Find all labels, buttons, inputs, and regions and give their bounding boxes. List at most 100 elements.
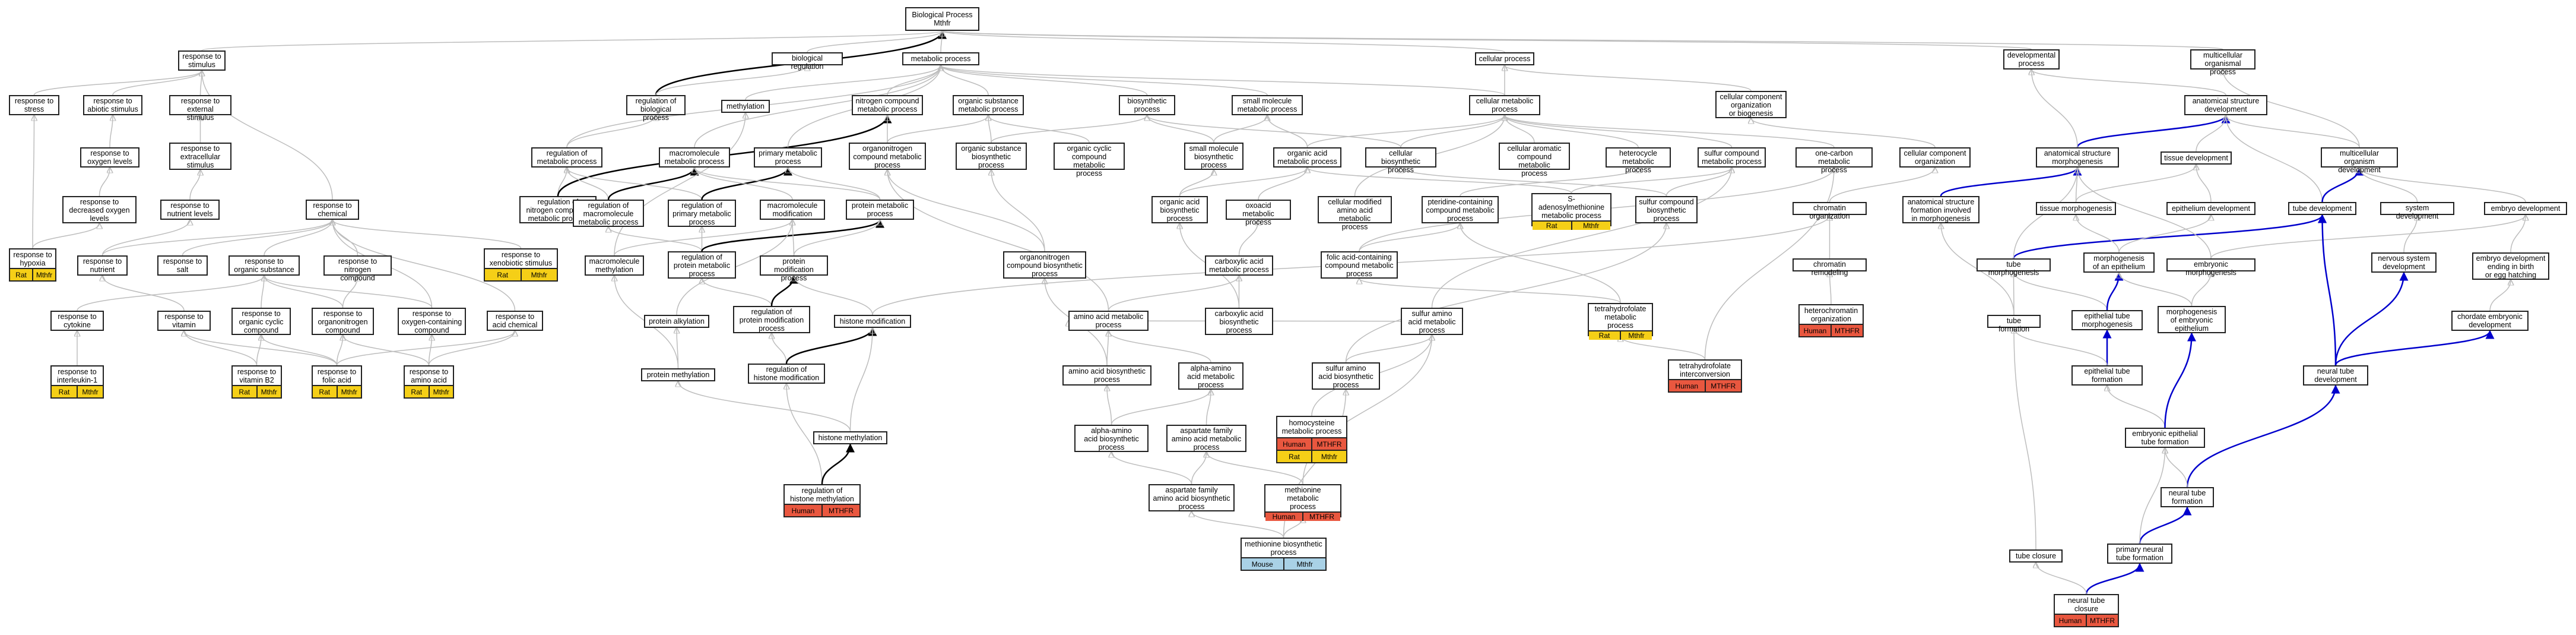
go-term-node-eetform[interactable]: embryonic epithelial tube formation — [2125, 428, 2205, 448]
go-term-node-embmor[interactable]: embryonic morphogenesis — [2166, 258, 2255, 277]
go-term-node-smmp[interactable]: small molecule metabolic process — [1232, 95, 1303, 115]
go-term-node-cacmp[interactable]: cellular aromatic compound metabolic pro… — [1499, 143, 1570, 178]
go-term-node-hmeth[interactable]: histone methylation — [813, 431, 887, 444]
go-term-node-etform[interactable]: epithelial tube formation — [2071, 365, 2143, 386]
go-term-node-macmp[interactable]: macromolecule metabolic process — [659, 147, 730, 168]
go-term-node-cxabp[interactable]: carboxylic acid biosynthetic process — [1205, 308, 1273, 335]
go-term-node-ocmp[interactable]: one-carbon metabolic process — [1795, 147, 1873, 174]
go-term-node-osmp[interactable]: organic substance metabolic process — [953, 95, 1024, 115]
go-term-node-mod[interactable]: multicellular organism development — [2321, 147, 2398, 174]
go-term-node-rchem[interactable]: response to chemical — [306, 200, 359, 220]
go-term-node-afaamp[interactable]: aspartate family amino acid metabolic pr… — [1166, 425, 1246, 452]
go-term-node-roc[interactable]: response to organonitrogen compound — [312, 308, 374, 335]
go-term-node-asfm[interactable]: anatomical structure formation involved … — [1902, 196, 1979, 223]
go-term-node-biosp[interactable]: biosynthetic process — [1119, 95, 1175, 115]
go-term-node-edev[interactable]: epithelium development — [2166, 202, 2255, 215]
go-term-node-rbp[interactable]: regulation of biological process — [626, 95, 686, 122]
go-term-node-fccmp[interactable]: folic acid-containing compound metabolic… — [1321, 251, 1398, 279]
go-term-node-rsalt[interactable]: response to salt — [157, 255, 208, 276]
go-term-node-mop[interactable]: multicellular organismal process — [2190, 49, 2255, 76]
go-term-node-rts[interactable]: response to stimulus — [178, 50, 226, 71]
go-term-node-embdev[interactable]: embryo development — [2484, 202, 2567, 215]
go-term-node-rabio[interactable]: response to abiotic stimulus — [83, 95, 142, 115]
go-term-node-rprmp[interactable]: regulation of protein metabolic process — [668, 251, 736, 279]
go-term-node-rmetp[interactable]: regulation of metabolic process — [531, 147, 602, 168]
go-term-node-tdev[interactable]: tissue development — [2161, 151, 2232, 165]
go-term-node-moe[interactable]: morphogenesis of an epithelium — [2083, 252, 2155, 273]
go-term-node-cbp[interactable]: cellular biosynthetic process — [1365, 147, 1436, 174]
go-term-node-rnl[interactable]: response to nutrient levels — [160, 200, 220, 220]
go-term-node-tmor[interactable]: tissue morphogenesis — [2036, 202, 2116, 215]
go-term-node-saamp[interactable]: sulfur amino acid metabolic process — [1401, 308, 1463, 335]
go-term-node-occmp[interactable]: organic cyclic compound metabolic proces… — [1054, 143, 1125, 178]
go-term-node-cco[interactable]: cellular component organization — [1899, 147, 1971, 168]
go-term-node-oamp[interactable]: organic acid metabolic process — [1273, 147, 1341, 168]
go-term-node-aaamp[interactable]: alpha-amino acid metabolic process — [1178, 362, 1243, 390]
go-term-node-chordev[interactable]: chordate embryonic development — [2451, 311, 2529, 331]
go-term-node-ncmp[interactable]: nitrogen compound metabolic process — [852, 95, 923, 115]
go-term-node-embegg[interactable]: embryo development ending in birth or eg… — [2472, 252, 2549, 280]
go-term-node-ccob[interactable]: cellular component organization or bioge… — [1715, 91, 1787, 118]
go-term-node-oncmp[interactable]: organonitrogen compound metabolic proces… — [849, 143, 926, 170]
go-term-node-cp[interactable]: cellular process — [1475, 52, 1534, 65]
go-term-node-ros[interactable]: response to organic substance — [229, 255, 300, 276]
go-term-node-rox[interactable]: response to oxygen levels — [80, 147, 139, 168]
go-term-node-ntform[interactable]: neural tube formation — [2161, 487, 2214, 507]
go-term-node-pmeth[interactable]: protein methylation — [641, 368, 715, 381]
go-term-node-cxamp[interactable]: carboxylic acid metabolic process — [1205, 255, 1273, 276]
go-term-node-rhmod[interactable]: regulation of histone modification — [748, 364, 825, 384]
go-term-node-oncbp[interactable]: organonitrogen compound biosynthetic pro… — [1003, 251, 1086, 279]
go-term-node-mmod[interactable]: macromolecule modification — [760, 200, 825, 220]
go-term-node-dp[interactable]: developmental process — [2003, 49, 2060, 69]
go-term-node-hmp[interactable]: heterocycle metabolic process — [1606, 147, 1671, 174]
go-term-node-breg[interactable]: biological regulation — [772, 52, 843, 71]
go-term-node-rnut[interactable]: response to nutrient — [77, 255, 128, 276]
go-term-node-rnc[interactable]: response to nitrogen compound — [323, 255, 392, 282]
go-term-node-tubmor[interactable]: tube morphogenesis — [1977, 258, 2051, 277]
go-term-node-rdox[interactable]: response to decreased oxygen levels — [62, 196, 137, 223]
go-term-node-oabp[interactable]: organic acid biosynthetic process — [1151, 196, 1208, 223]
go-term-node-asm[interactable]: anatomical structure morphogenesis — [2036, 147, 2119, 168]
go-term-node-rext[interactable]: response to external stimulus — [169, 95, 231, 122]
go-term-node-rmmp[interactable]: regulation of macromolecule metabolic pr… — [573, 200, 644, 227]
go-term-node-moee[interactable]: morphogenesis of embryonic epithelium — [2158, 306, 2226, 333]
go-term-node-palk[interactable]: protein alkylation — [644, 315, 709, 328]
go-term-node-ntdev[interactable]: neural tube development — [2303, 365, 2368, 386]
go-term-node-smbp[interactable]: small molecule biosynthetic process — [1184, 143, 1243, 170]
go-term-node-chrrem[interactable]: chromatin remodeling — [1793, 258, 1867, 277]
go-term-node-cmaamp[interactable]: cellular modified amino acid metabolic p… — [1318, 196, 1392, 231]
go-term-node-roxc[interactable]: response to oxygen-containing compound — [398, 308, 466, 335]
go-term-node-osbp[interactable]: organic substance biosynthetic process — [956, 143, 1027, 170]
go-term-node-pmod[interactable]: protein modification process — [760, 255, 828, 282]
go-term-node-aabp[interactable]: amino acid biosynthetic process — [1062, 365, 1151, 386]
go-term-node-pntform[interactable]: primary neural tube formation — [2107, 544, 2172, 564]
go-term-node-rvit[interactable]: response to vitamin — [157, 311, 211, 331]
go-term-node-rpmp[interactable]: regulation of primary metabolic process — [668, 200, 736, 227]
go-term-node-tclos[interactable]: tube closure — [2009, 549, 2063, 563]
go-term-node-sdev[interactable]: system development — [2380, 202, 2454, 220]
go-term-node-scmp[interactable]: sulfur compound metabolic process — [1698, 147, 1766, 168]
go-term-node-oxamp[interactable]: oxoacid metabolic process — [1226, 200, 1291, 226]
go-term-node-bp[interactable]: Biological Process Mthfr — [905, 7, 979, 31]
go-term-node-rcyt[interactable]: response to cytokine — [50, 311, 104, 331]
go-term-node-pccmp[interactable]: pteridine-containing compound metabolic … — [1422, 196, 1499, 223]
go-term-node-scbp[interactable]: sulfur compound biosynthetic process — [1635, 196, 1698, 223]
go-term-node-racid[interactable]: response to acid chemical — [487, 311, 543, 331]
go-term-node-rextra[interactable]: response to extracellular stimulus — [169, 143, 231, 170]
go-term-node-meth[interactable]: methylation — [721, 100, 770, 113]
